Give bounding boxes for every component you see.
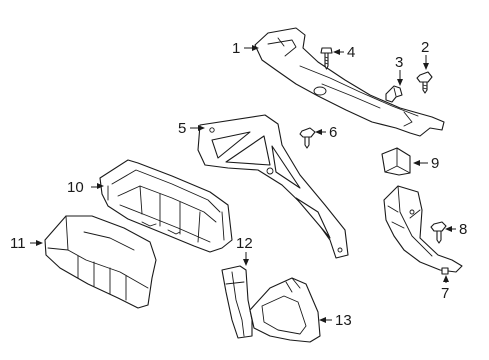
part-6-screw xyxy=(299,127,316,149)
part-10-air-guide-frame xyxy=(99,159,233,253)
part-11-air-duct xyxy=(44,215,157,309)
callout-4: 4 xyxy=(347,44,355,61)
callout-1: 1 xyxy=(232,40,240,57)
callout-2: 2 xyxy=(421,39,429,56)
callout-6: 6 xyxy=(329,124,337,141)
callout-11: 11 xyxy=(10,235,26,252)
callout-labels: 1 2 3 4 5 6 7 8 9 10 11 12 13 xyxy=(10,39,467,329)
callout-9: 9 xyxy=(431,155,439,172)
part-1-upper-support xyxy=(254,27,445,137)
part-7-bolt xyxy=(441,267,449,275)
part-3-bracket xyxy=(385,85,403,103)
callout-7: 7 xyxy=(441,285,449,302)
part-8-bolt xyxy=(430,221,447,244)
leader-lines xyxy=(30,45,456,323)
callout-5: 5 xyxy=(178,120,186,137)
part-lower-right-bracket xyxy=(383,185,463,273)
callout-13: 13 xyxy=(335,312,352,329)
part-9-clip xyxy=(381,147,411,176)
callout-3: 3 xyxy=(395,54,403,71)
callout-8: 8 xyxy=(459,221,467,238)
part-4-screw xyxy=(320,47,333,70)
part-13-duct xyxy=(249,277,321,343)
part-2-bolt xyxy=(416,71,433,94)
callout-10: 10 xyxy=(67,179,84,196)
callout-12: 12 xyxy=(236,235,253,252)
part-5-truss-bracket xyxy=(197,114,349,259)
part-12-deflector xyxy=(221,265,253,339)
